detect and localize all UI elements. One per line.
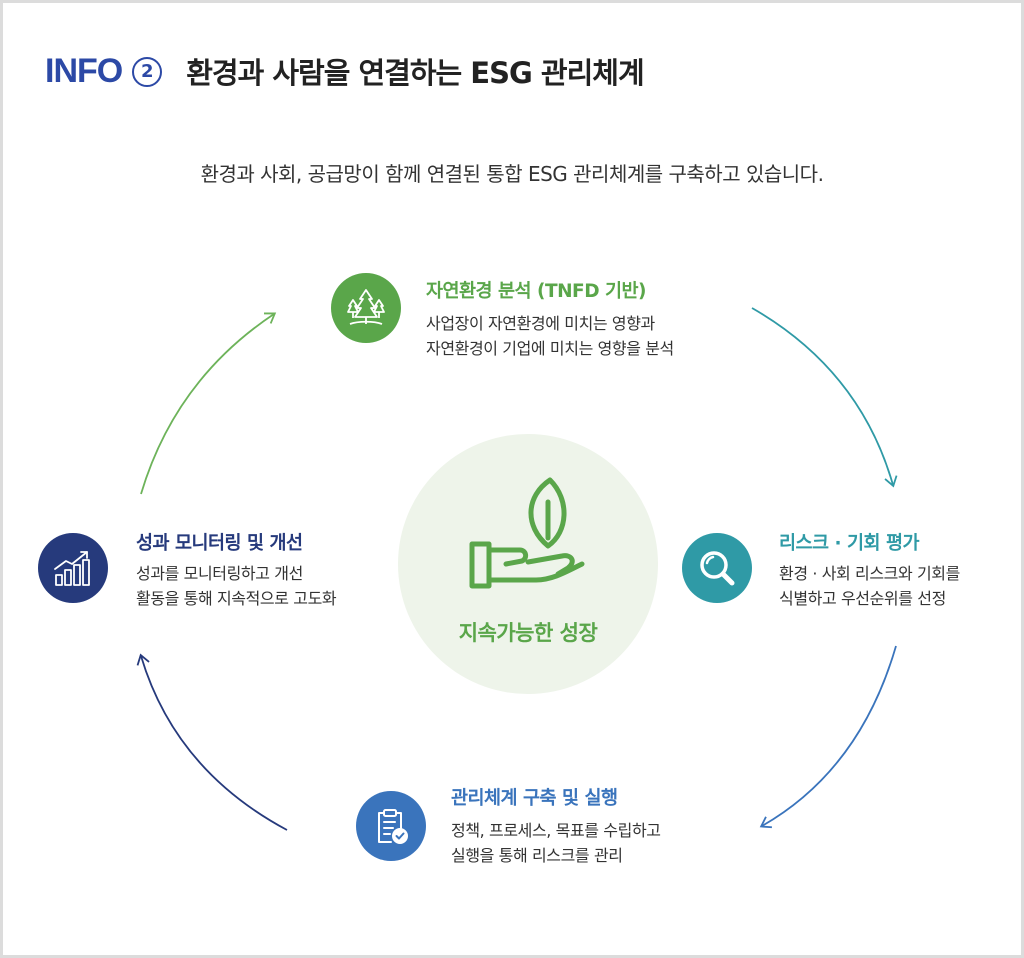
nature-node-icon bbox=[331, 273, 401, 343]
system-node-desc-line1: 정책, 프로세스, 목표를 수립하고 bbox=[451, 821, 661, 840]
arrow-risk-to-system bbox=[759, 645, 897, 829]
bar-chart-icon bbox=[54, 551, 90, 586]
clipboard-check-icon bbox=[378, 809, 408, 844]
system-node-icon bbox=[356, 791, 426, 861]
info-number-badge: 2 bbox=[132, 57, 163, 87]
arrow-monitor-to-nature bbox=[140, 312, 277, 495]
center-label: 지속가능한 성장 bbox=[458, 621, 598, 645]
arrow-system-to-monitor bbox=[136, 653, 288, 831]
magnifier-icon bbox=[700, 551, 735, 586]
risk-node-desc-line1: 환경 · 사회 리스크와 기회를 bbox=[779, 564, 960, 583]
subtitle: 환경과 사회, 공급망이 함께 연결된 통합 ESG 관리체계를 구축하고 있습… bbox=[200, 162, 824, 186]
page-title: 환경과 사람을 연결하는 ESG 관리체계 bbox=[186, 56, 644, 90]
nature-node-desc-line2: 자연환경이 기업에 미치는 영향을 분석 bbox=[426, 339, 674, 358]
risk-node-desc-line2: 식별하고 우선순위를 선정 bbox=[779, 589, 946, 608]
risk-node-title: 리스크 · 기회 평가 bbox=[779, 533, 920, 554]
arrow-nature-to-risk bbox=[751, 307, 898, 488]
monitor-node-desc-line2: 활동을 통해 지속적으로 고도화 bbox=[136, 589, 337, 608]
system-node-title: 관리체계 구축 및 실행 bbox=[451, 788, 618, 809]
hand-leaf-icon bbox=[469, 477, 585, 589]
risk-node-icon bbox=[682, 533, 752, 603]
header: INFO 2 환경과 사람을 연결하는 ESG 관리체계 bbox=[45, 50, 645, 92]
nature-node-title: 자연환경 분석 (TNFD 기반) bbox=[426, 281, 647, 302]
trees-icon bbox=[347, 289, 385, 325]
monitor-node-desc-line1: 성과를 모니터링하고 개선 bbox=[136, 564, 303, 583]
monitor-node-title: 성과 모니터링 및 개선 bbox=[136, 533, 303, 554]
info-label: INFO bbox=[45, 51, 123, 90]
system-node-desc-line2: 실행을 통해 리스크를 관리 bbox=[451, 846, 623, 865]
nature-node-desc-line1: 사업장이 자연환경에 미치는 영향과 bbox=[426, 314, 655, 333]
monitor-node-icon bbox=[38, 533, 108, 603]
